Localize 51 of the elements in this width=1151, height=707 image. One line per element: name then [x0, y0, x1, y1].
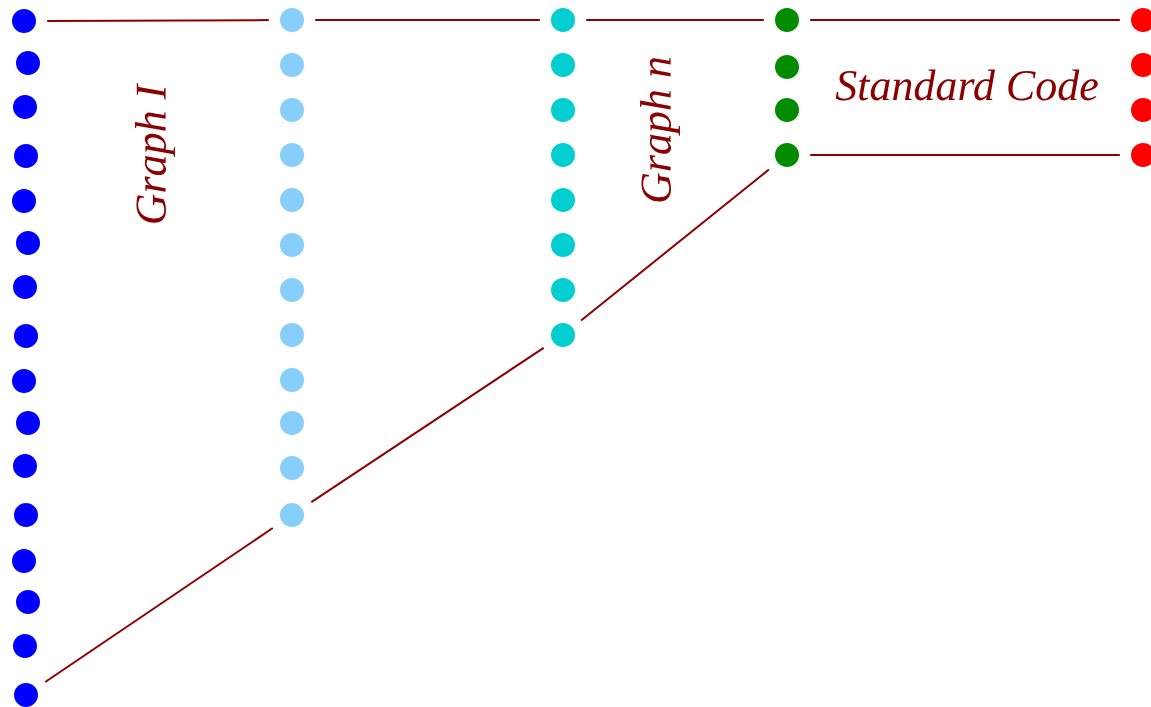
dot [551, 53, 575, 77]
dot [551, 233, 575, 257]
dot [280, 8, 304, 32]
dot [551, 323, 575, 347]
dot [775, 143, 799, 167]
dot [280, 456, 304, 480]
graph-label: Graph n [640, 57, 680, 202]
dot [280, 233, 304, 257]
dot [16, 51, 40, 75]
dot [14, 324, 38, 348]
dot [12, 549, 36, 573]
line [46, 19, 270, 22]
dot [16, 590, 40, 614]
dot [775, 8, 799, 32]
dot [14, 144, 38, 168]
dot [13, 95, 37, 119]
dot [280, 503, 304, 527]
dot [551, 143, 575, 167]
line [809, 19, 1121, 21]
dot [14, 503, 38, 527]
line [585, 19, 765, 21]
dot [280, 143, 304, 167]
dot [12, 369, 36, 393]
dot [551, 98, 575, 122]
dot [12, 9, 36, 33]
line [580, 168, 770, 322]
dot [12, 189, 36, 213]
dot [16, 411, 40, 435]
dot [14, 683, 38, 707]
dot [280, 98, 304, 122]
dot [280, 323, 304, 347]
graph-label: Graph I [135, 83, 175, 223]
dot [775, 55, 799, 79]
dot [13, 634, 37, 658]
dot [13, 275, 37, 299]
line [809, 154, 1121, 156]
dot [280, 368, 304, 392]
dot [280, 411, 304, 435]
dot [551, 188, 575, 212]
line [314, 19, 541, 21]
dot [775, 98, 799, 122]
dot [13, 454, 37, 478]
line [44, 527, 274, 683]
dot [280, 188, 304, 212]
line [310, 346, 545, 504]
dot [280, 278, 304, 302]
dot [551, 8, 575, 32]
graph-label: Standard Code [835, 69, 1098, 101]
dot [16, 231, 40, 255]
dot [280, 53, 304, 77]
dot [551, 278, 575, 302]
